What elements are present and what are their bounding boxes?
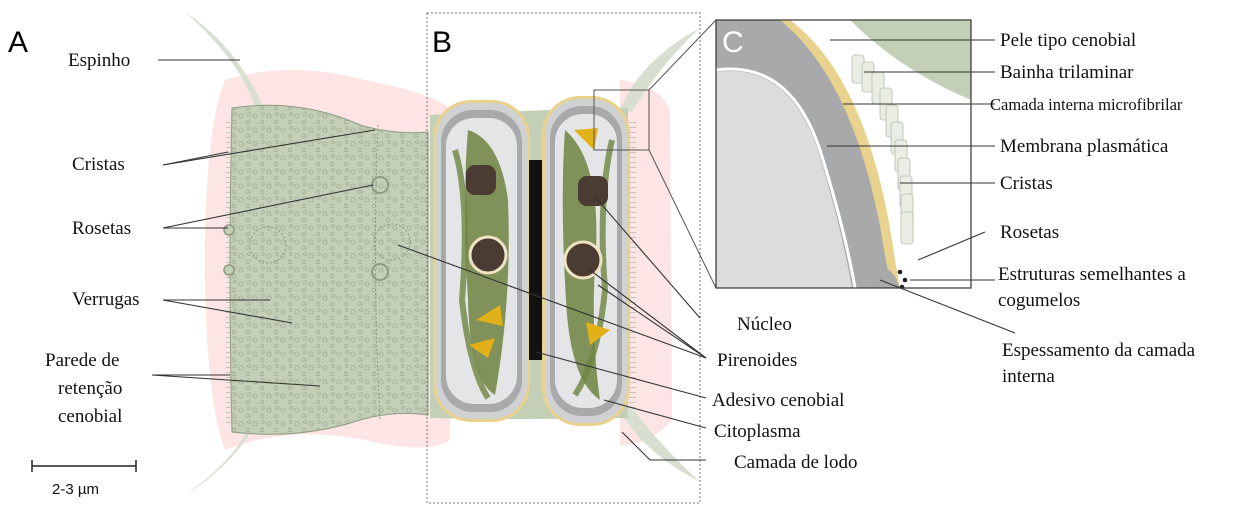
label-estruturas-2: cogumelos bbox=[998, 290, 1080, 311]
pyrenoid-right bbox=[565, 242, 601, 278]
cell-left-b bbox=[433, 100, 530, 422]
nucleus-right bbox=[578, 176, 608, 206]
label-rosetas-left: Rosetas bbox=[72, 218, 131, 239]
pyrenoid-left bbox=[470, 237, 506, 273]
label-pele: Pele tipo cenobial bbox=[1000, 30, 1136, 51]
label-parede-1: Parede de bbox=[45, 350, 119, 371]
label-nucleo: Núcleo bbox=[737, 314, 792, 335]
panel-c: C bbox=[716, 20, 971, 289]
rosette-a3 bbox=[224, 225, 234, 235]
mushroom-1 bbox=[898, 270, 903, 275]
label-citoplasma: Citoplasma bbox=[714, 421, 801, 442]
nucleus-left bbox=[466, 165, 496, 195]
panel-letter-a: A bbox=[8, 26, 28, 59]
panel-letter-c: C bbox=[722, 26, 744, 59]
label-espessamento-1: Espessamento da camada bbox=[1002, 340, 1196, 361]
label-cristas-left: Cristas bbox=[72, 154, 125, 175]
panel-letter-b: B bbox=[432, 26, 452, 59]
scale-bar: 2-3 µm bbox=[32, 460, 136, 498]
label-verrugas: Verrugas bbox=[72, 289, 140, 310]
scale-bar-label: 2-3 µm bbox=[52, 481, 99, 498]
panel-b: B bbox=[427, 13, 716, 503]
label-rosetas-right: Rosetas bbox=[1000, 222, 1059, 243]
label-cristas-right: Cristas bbox=[1000, 173, 1053, 194]
label-camada-interna: Camada interna microfibrilar bbox=[990, 95, 1183, 114]
label-estruturas-1: Estruturas semelhantes a bbox=[998, 264, 1186, 285]
label-parede-2: retenção bbox=[58, 378, 122, 399]
mushroom-2 bbox=[903, 278, 908, 283]
label-parede-3: cenobial bbox=[58, 406, 122, 427]
coenobial-adhesive bbox=[529, 160, 543, 360]
rosette-a4 bbox=[224, 265, 234, 275]
label-espinho: Espinho bbox=[68, 50, 130, 71]
label-bainha: Bainha trilaminar bbox=[1000, 62, 1134, 83]
cell-right-b bbox=[542, 96, 630, 426]
label-membrana: Membrana plasmática bbox=[1000, 136, 1169, 157]
label-pirenoides: Pirenoides bbox=[717, 350, 797, 371]
label-adesivo: Adesivo cenobial bbox=[712, 390, 844, 411]
label-espessamento-2: interna bbox=[1002, 366, 1055, 387]
label-camada-lodo: Camada de lodo bbox=[734, 452, 857, 473]
